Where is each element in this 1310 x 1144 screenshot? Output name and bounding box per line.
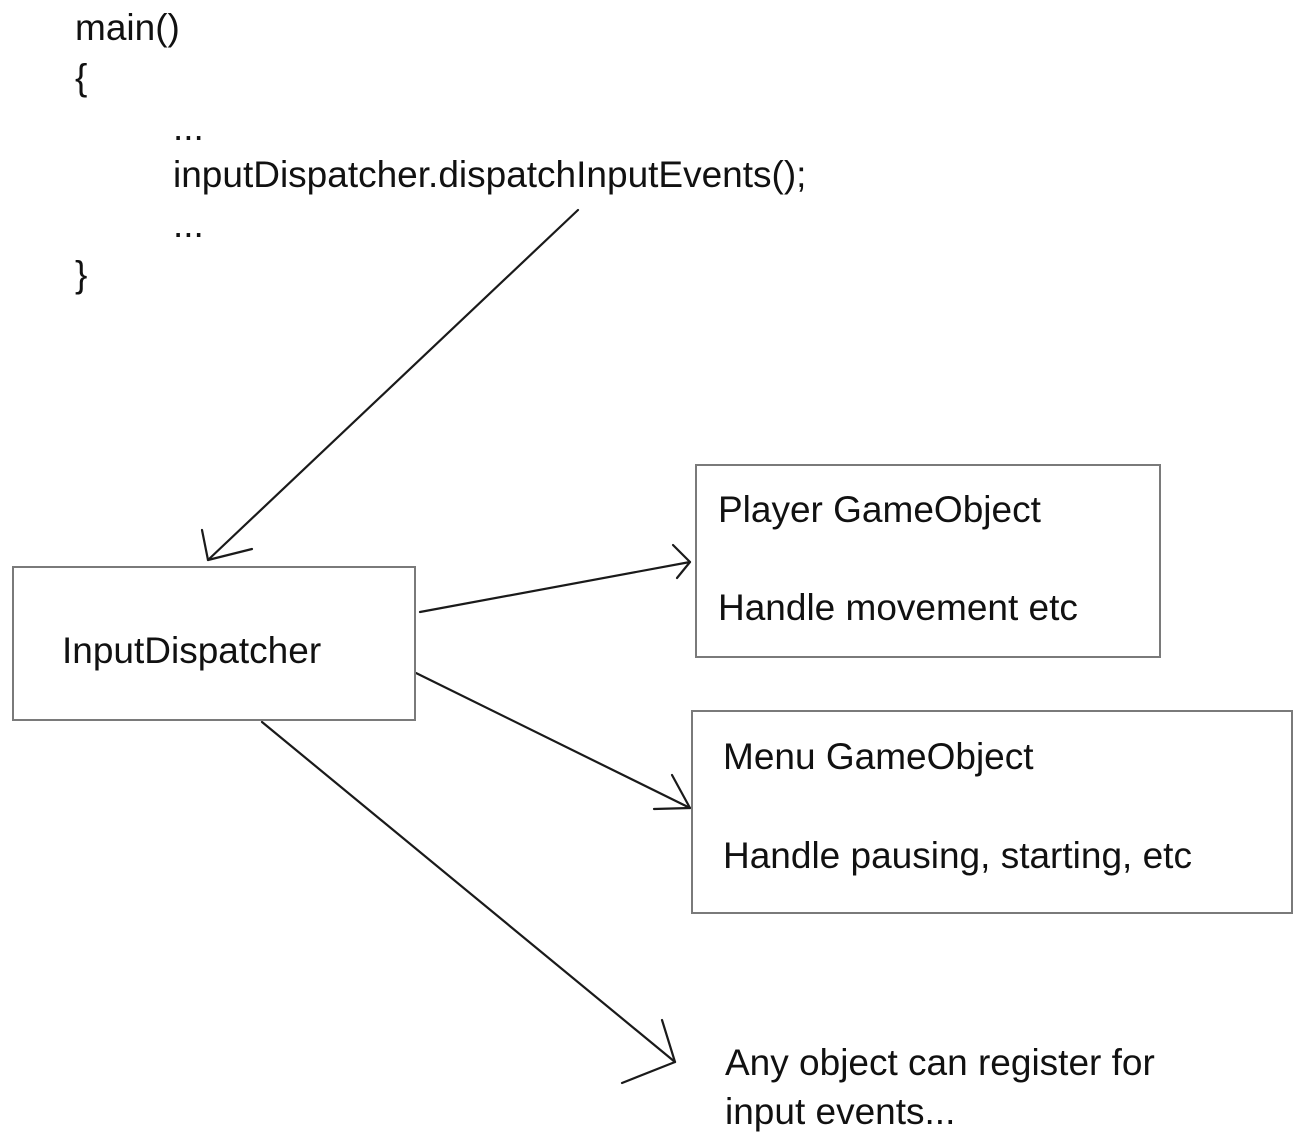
- code-line-ellipsis-bottom: ...: [173, 204, 204, 245]
- register-note-line2: input events...: [725, 1091, 956, 1132]
- arrowhead-menu: [652, 773, 692, 811]
- input-dispatcher-box: InputDispatcher: [12, 566, 416, 721]
- code-line-main: main(): [75, 7, 180, 48]
- arrowhead-player: [671, 543, 692, 580]
- menu-gameobject-box: Menu GameObject Handle pausing, starting…: [691, 710, 1293, 914]
- arrow-call-to-dispatcher: [206, 208, 580, 562]
- code-line-ellipsis-top: ...: [173, 107, 204, 148]
- player-gameobject-desc: Handle movement etc: [718, 587, 1078, 628]
- arrow-dispatcher-to-player: [418, 560, 692, 614]
- arrow-dispatcher-to-any-object: [260, 720, 677, 1064]
- register-note-line1: Any object can register for: [725, 1042, 1155, 1083]
- input-dispatcher-label: InputDispatcher: [62, 630, 322, 671]
- arrowhead-any-object: [620, 1018, 677, 1085]
- arrowhead-dispatcher: [200, 528, 254, 562]
- player-gameobject-title: Player GameObject: [718, 489, 1041, 530]
- menu-gameobject-title: Menu GameObject: [723, 736, 1034, 777]
- code-line-close-brace: }: [75, 254, 88, 295]
- player-gameobject-box: Player GameObject Handle movement etc: [695, 464, 1161, 658]
- code-line-dispatch-call: inputDispatcher.dispatchInputEvents();: [173, 154, 807, 195]
- arrow-dispatcher-to-menu: [414, 671, 692, 810]
- menu-gameobject-desc: Handle pausing, starting, etc: [723, 835, 1192, 876]
- code-line-open-brace: {: [75, 57, 88, 98]
